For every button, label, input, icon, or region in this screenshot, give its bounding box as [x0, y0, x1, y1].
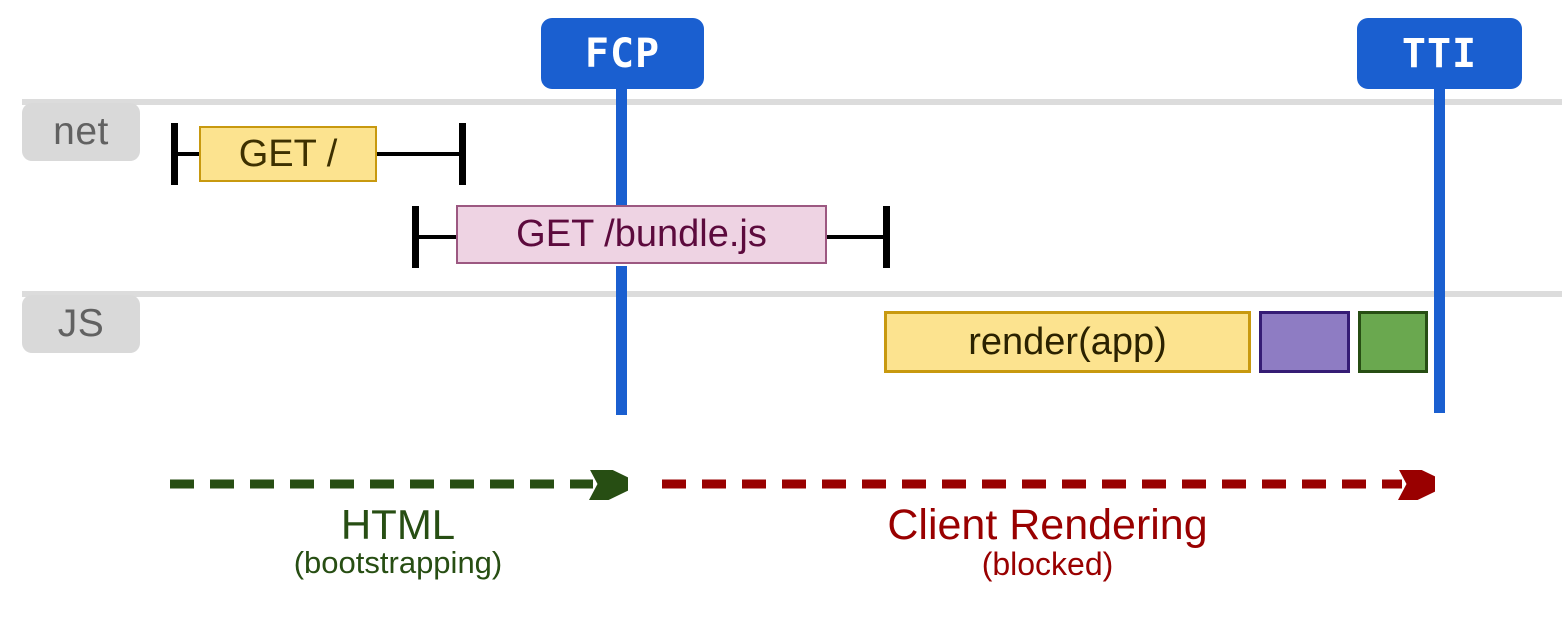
task-box-get-bundle[interactable]: GET /bundle.js	[456, 205, 827, 264]
task-box-js-block-green[interactable]	[1358, 311, 1428, 373]
span-end-cap-get-root	[459, 123, 466, 185]
phase-arrow-client-rendering	[662, 470, 1435, 500]
phase-label-client-rendering-main: Client Rendering	[887, 501, 1208, 549]
lane-label-net: net	[22, 103, 140, 161]
task-box-js-block-purple[interactable]	[1259, 311, 1350, 373]
phase-label-client-rendering: Client Rendering (blocked)	[660, 501, 1435, 583]
phase-label-client-rendering-sub: (blocked)	[981, 546, 1114, 583]
milestone-line-tti	[1434, 88, 1445, 413]
lane-rule-js	[22, 291, 1562, 297]
milestone-badge-tti[interactable]: TTI	[1357, 18, 1522, 89]
phase-label-html-sub: (bootstrapping)	[293, 545, 503, 581]
milestone-line-fcp-lower	[616, 266, 627, 415]
phase-label-html: HTML (bootstrapping)	[168, 501, 628, 581]
milestone-badge-fcp[interactable]: FCP	[541, 18, 704, 89]
milestone-line-fcp-upper	[616, 88, 627, 209]
phase-label-html-main: HTML	[340, 501, 456, 548]
task-box-get-root[interactable]: GET /	[199, 126, 377, 182]
lane-rule-net	[22, 99, 1562, 105]
span-end-cap-get-bundle	[883, 206, 890, 268]
task-box-render-app[interactable]: render(app)	[884, 311, 1251, 373]
lane-label-js: JS	[22, 295, 140, 353]
phase-arrow-html	[170, 470, 628, 500]
